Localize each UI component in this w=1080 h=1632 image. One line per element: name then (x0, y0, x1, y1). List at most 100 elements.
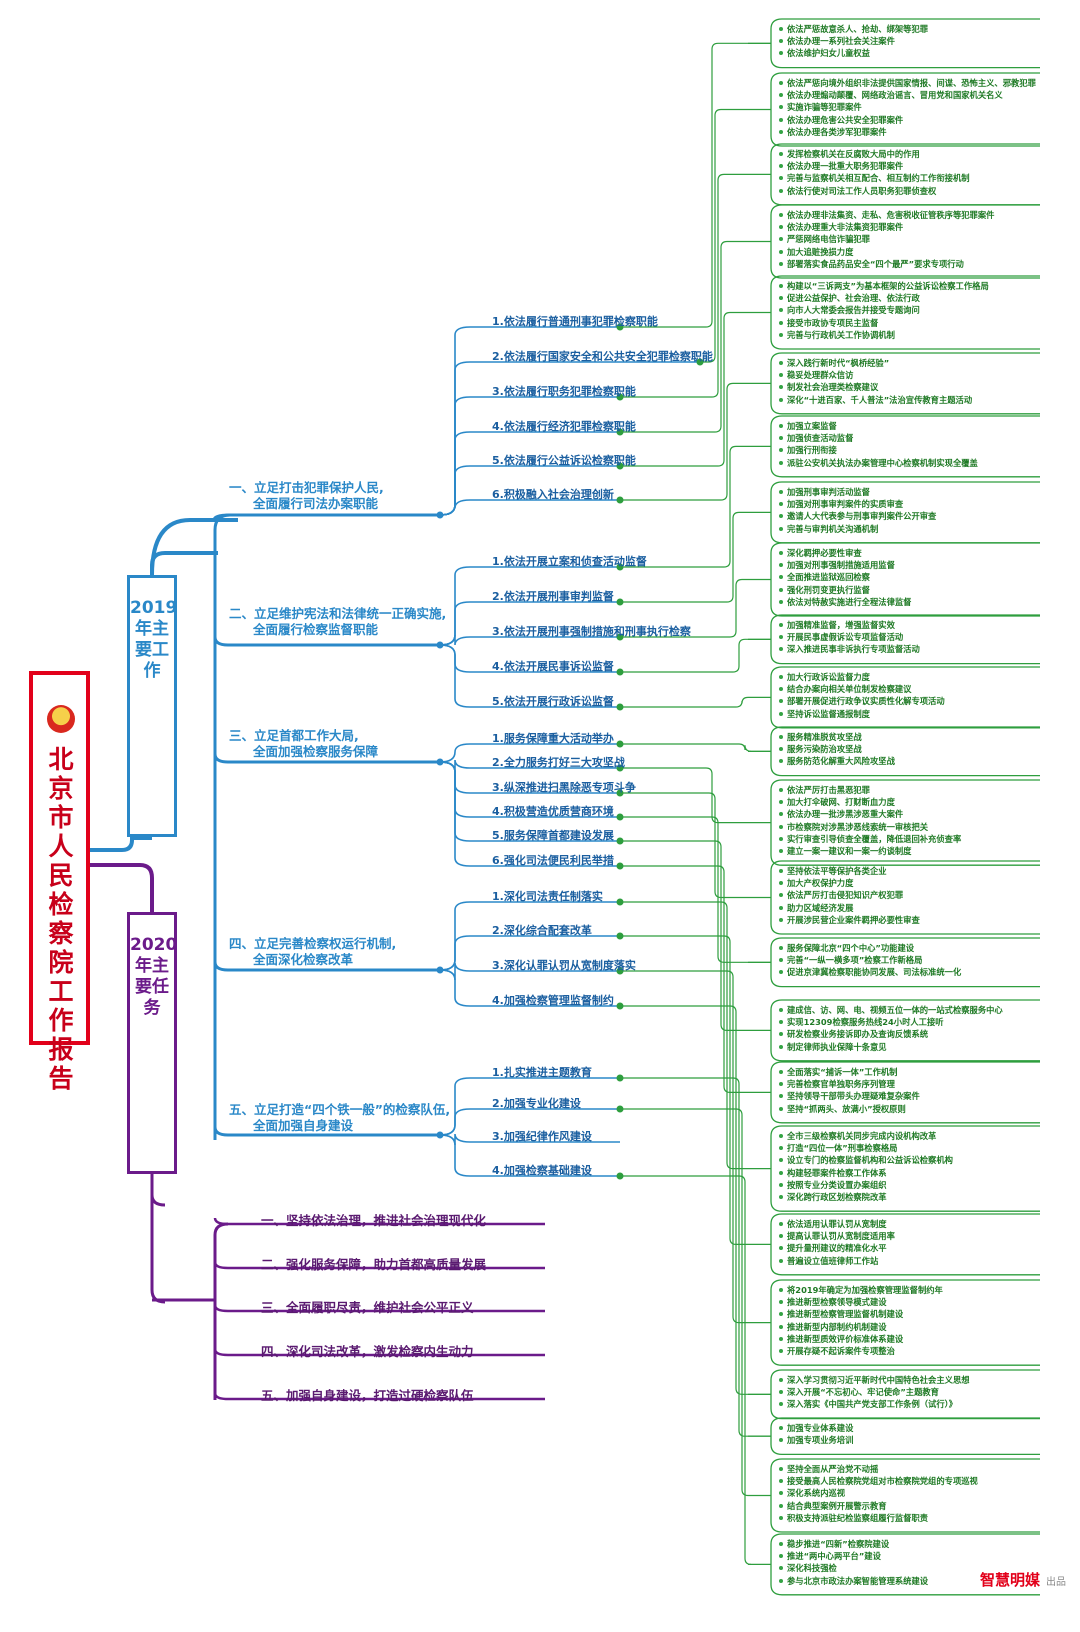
detail-item: 完善“一纵一横多项”检察工作新格局 (779, 954, 961, 966)
detail-item: 接受市政协专项民主监督 (779, 317, 989, 329)
detail-group-12: 服务精准脱贫攻坚战服务污染防治攻坚战服务防范化解重大风险攻坚战 (779, 731, 895, 768)
detail-item: 提升量刑建议的精准化水平 (779, 1242, 895, 1254)
sub-node-10 (616, 668, 624, 676)
detail-item: 将2019年确定为加强检察管理监督制约年 (779, 1284, 943, 1296)
detail-group-13: 依法严厉打击黑恶犯罪加大打伞破网、打财断血力度依法办理一批涉黑涉恶重大案件市检察… (779, 784, 961, 857)
sub-4-2-line (439, 935, 620, 971)
sub-node-11 (616, 703, 624, 711)
sub-node-3 (616, 393, 624, 401)
detail-item: 接受最高人民检察院党组对市检察院党组的专项巡视 (779, 1475, 978, 1487)
sec1-line (212, 513, 440, 521)
year-2019-box: 2019年主要工作 (127, 575, 177, 837)
detail-item: 开展民事虚假诉讼专项监督活动 (779, 631, 920, 643)
detail-item: 依法维护妇女儿童权益 (779, 47, 928, 59)
sub-5-4-line (439, 1134, 620, 1177)
sec3-line (213, 753, 440, 764)
detail-connector-2 (700, 108, 748, 363)
detail-group-7: 加强立案监督加强侦查活动监督加强行刑衔接派驻公安机关执法办案管理中心检察机制实现… (779, 420, 978, 469)
task-4-line (213, 1348, 545, 1357)
detail-item: 完善检察官单独职务序列管理 (779, 1078, 920, 1090)
detail-item: 推进新型内部制约机制建设 (779, 1321, 943, 1333)
detail-item: 参与北京市政法办案智能管理系统建设 (779, 1575, 928, 1587)
sub-1-6-line (439, 499, 620, 516)
detail-item: 构建以“三诉两支”为基本框架的公益诉讼检察工作格局 (779, 280, 989, 292)
detail-item: 实施诈骗等犯罪案件 (779, 101, 1036, 113)
detail-item: 深化科技强检 (779, 1562, 928, 1574)
sub-3-5: 5.服务保障首都建设发展 (492, 829, 614, 842)
emblem-icon (47, 705, 75, 733)
sub-4-3: 3.深化认罪认罚从宽制度落实 (492, 959, 636, 972)
detail-item: 向市人大常委会报告并接受专题询问 (779, 304, 989, 316)
detail-group-22: 加强专业体系建设加强专项业务培训 (779, 1422, 853, 1446)
detail-item: 依法办理一批重大职务犯罪案件 (779, 160, 970, 172)
detail-item: 构建轻罪案件检察工作体系 (779, 1167, 953, 1179)
detail-group-2: 依法严惩向境外组织非法提供国家情报、间谍、恐怖主义、邪教犯罪依法办理煽动颠覆、网… (779, 77, 1036, 138)
detail-item: 加强专业体系建设 (779, 1422, 853, 1434)
detail-item: 坚持“抓两头、放满小”授权原则 (779, 1103, 920, 1115)
detail-item: 推进新型检察管理监督机制建设 (779, 1308, 943, 1320)
task-3: 三、全面履职尽责，维护社会公平正义 (261, 1300, 474, 1315)
detail-item: 全市三级检察机关同步完成内设机构改革 (779, 1130, 953, 1142)
detail-item: 依法对特赦实施进行全程法律监督 (779, 596, 911, 608)
detail-connector-9 (620, 578, 748, 638)
sub-node-6 (616, 496, 624, 504)
detail-group-14: 坚持依法平等保护各类企业加大产权保护力度依法严厉打击侵犯知识产权犯罪助力区域经济… (779, 865, 920, 926)
sub-1-1: 1.依法履行普通刑事犯罪检察职能 (492, 315, 658, 328)
detail-connector-22 (620, 1077, 748, 1437)
sec4-line (213, 961, 440, 972)
sub-node-14 (616, 789, 624, 797)
detail-connector-19 (620, 935, 748, 1245)
task-1: 一、坚持依法治理，推进社会治理现代化 (261, 1213, 487, 1228)
sub-node-18 (616, 898, 624, 906)
detail-item: 深化羁押必要性审查 (779, 547, 911, 559)
detail-item: 开展涉民营企业案件羁押必要性审查 (779, 914, 920, 926)
detail-connector-11 (620, 696, 749, 708)
section-2-heading: 二、立足维护宪法和法律统一正确实施,全面履行检察监督职能 (229, 606, 447, 637)
sub-1-6: 6.积极融入社会治理创新 (492, 488, 614, 501)
detail-item: 依法严惩向境外组织非法提供国家情报、间谍、恐怖主义、邪教犯罪 (779, 77, 1036, 89)
detail-item: 依法办理重大非法集资犯罪案件 (779, 221, 994, 233)
sub-2-5-line (439, 644, 620, 708)
sub-3-6: 6.强化司法便民利民举措 (492, 854, 614, 867)
detail-group-8: 加强刑事审判活动监督加强对刑事审判案件的实质审查邀请人大代表参与刑事审判案件公开… (779, 486, 936, 535)
sub-1-4-line (439, 431, 620, 516)
detail-item: 依法办理非法集资、走私、危害税收征管秩序等犯罪案件 (779, 209, 994, 221)
trunk-2019-top (150, 518, 238, 576)
sub-5-2: 2.加强专业化建设 (492, 1097, 581, 1110)
detail-item: 强化刑罚变更执行监督 (779, 584, 911, 596)
detail-item: 完善与行政机关工作协调机制 (779, 329, 989, 341)
sub-1-5: 5.依法履行公益诉讼检察职能 (492, 454, 636, 467)
detail-item: 深化“十进百家、千人普法”法治宣传教育主题活动 (779, 394, 972, 406)
detail-connector-24 (620, 1175, 752, 1565)
detail-item: 依法适用认罪认罚从宽制度 (779, 1218, 895, 1230)
root-title: 北京市人民检察院工作报告 (48, 745, 74, 1093)
sub-node-4 (616, 428, 624, 436)
detail-item: 推进新型检察领导模式建设 (779, 1296, 943, 1308)
detail-item: 服务精准脱贫攻坚战 (779, 731, 895, 743)
detail-item: 加强精准监督，增强监督实效 (779, 619, 920, 631)
detail-item: 依法行使对司法工作人员职务犯罪侦查权 (779, 185, 970, 197)
detail-item: 部署开展促进行政争议实质性化解专项活动 (779, 695, 945, 707)
sub-node-12 (616, 740, 624, 748)
detail-item: 邀请人大代表参与刑事审判案件公开审查 (779, 510, 936, 522)
sub-2-1: 1.依法开展立案和侦查活动监督 (492, 555, 647, 568)
detail-connector-21 (620, 1005, 748, 1395)
detail-group-4: 依法办理非法集资、走私、危害税收征管秩序等犯罪案件依法办理重大非法集资犯罪案件严… (779, 209, 994, 270)
detail-connector-20 (620, 970, 748, 1324)
detail-item: 制定律师执业保障十条意见 (779, 1041, 1003, 1053)
detail-group-17: 全面落实“捕诉一体”工作机制完善检察官单独职务序列管理坚持领导干部带头办理疑难复… (779, 1066, 920, 1115)
detail-group-21: 深入学习贯彻习近平新时代中国特色社会主义思想深入开展“不忘初心、牢记使命”主题教… (779, 1374, 970, 1411)
detail-item: 加强行刑衔接 (779, 444, 978, 456)
task-1-line (213, 1217, 545, 1226)
sec5-line (213, 1126, 440, 1137)
detail-item: 服务污染防治攻坚战 (779, 743, 895, 755)
sub-1-3: 3.依法履行职务犯罪检察职能 (492, 385, 636, 398)
detail-item: 推进新型质效评价标准体系建设 (779, 1333, 943, 1345)
detail-item: 部署落实食品药品安全“四个最严”要求专项行动 (779, 258, 994, 270)
detail-connector-14 (620, 792, 748, 899)
sub-5-1: 1.扎实推进主题教育 (492, 1066, 592, 1079)
detail-connector-5 (620, 311, 748, 467)
detail-connector-7 (620, 445, 748, 568)
sub-4-4-line (439, 969, 620, 1007)
